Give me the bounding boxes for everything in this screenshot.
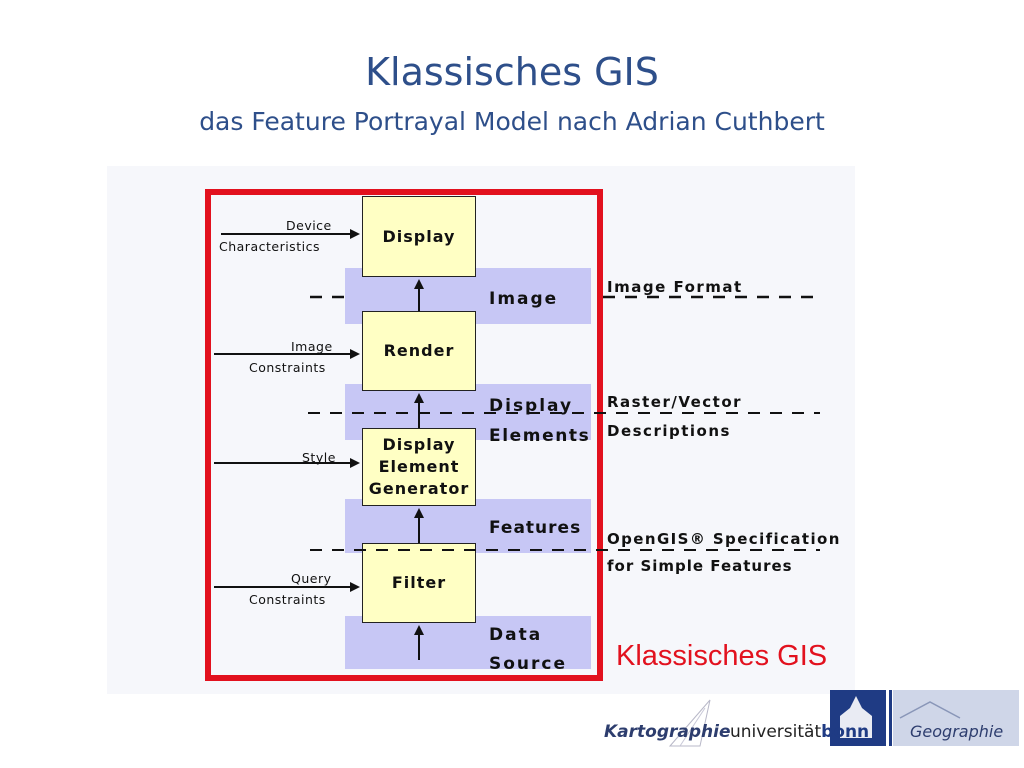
box-generator-line1: Display [382, 435, 456, 454]
desc-opengis-line1: OpenGIS® Specification [607, 530, 841, 548]
box-display: Display [362, 196, 476, 277]
band-label-data-source-2: Source [489, 654, 568, 674]
desc-image-format: Image Format [607, 278, 743, 296]
slide-subtitle: das Feature Portrayal Model nach Adrian … [199, 107, 825, 136]
desc-opengis-line2: for Simple Features [607, 557, 793, 575]
red-frame [205, 189, 603, 681]
band-label-display-elements-2: Elements [489, 426, 591, 446]
logo-footer: Kartographie universitätbonn Geographie [600, 688, 1020, 758]
desc-raster-vector-line1: Raster/Vector [607, 393, 743, 411]
box-filter-label: Filter [391, 573, 447, 592]
input-image-constraints-line1: Image [291, 339, 333, 354]
band-label-image: Image [489, 289, 559, 309]
logo-universitaet: universität [730, 722, 822, 742]
diagram-red-label: Klassisches GIS [616, 640, 828, 672]
band-data-source [345, 616, 591, 669]
logo-graphic [668, 690, 1019, 747]
input-device-line2: Characteristics [219, 239, 320, 254]
input-query-line1: Query [291, 571, 332, 586]
box-display-label: Display [382, 226, 456, 246]
box-generator-line2: Element [378, 457, 460, 476]
band-label-display-elements-1: Display [489, 396, 574, 416]
band-label-features: Features [489, 518, 582, 538]
logo-geographie: Geographie [910, 722, 1004, 741]
box-display-element-generator: Display Element Generator [362, 428, 476, 506]
input-image-constraints-line2: Constraints [249, 360, 326, 375]
desc-raster-vector-line2: Descriptions [607, 422, 731, 440]
logo-kartographie: Kartographie [604, 722, 731, 742]
input-style: Style [302, 450, 336, 465]
band-label-data-source-1: Data [489, 625, 543, 645]
input-query-line2: Constraints [249, 592, 326, 607]
input-device-line1: Device [286, 218, 332, 233]
box-render-label: Render [383, 341, 455, 360]
box-filter: Filter [362, 543, 476, 623]
box-generator-line3: Generator [368, 479, 470, 498]
slide-title: Klassisches GIS [365, 50, 659, 94]
box-render: Render [362, 311, 476, 391]
logo-universitaet-bonn: universitätbonn [730, 722, 869, 742]
logo-bonn: bonn [821, 722, 870, 742]
